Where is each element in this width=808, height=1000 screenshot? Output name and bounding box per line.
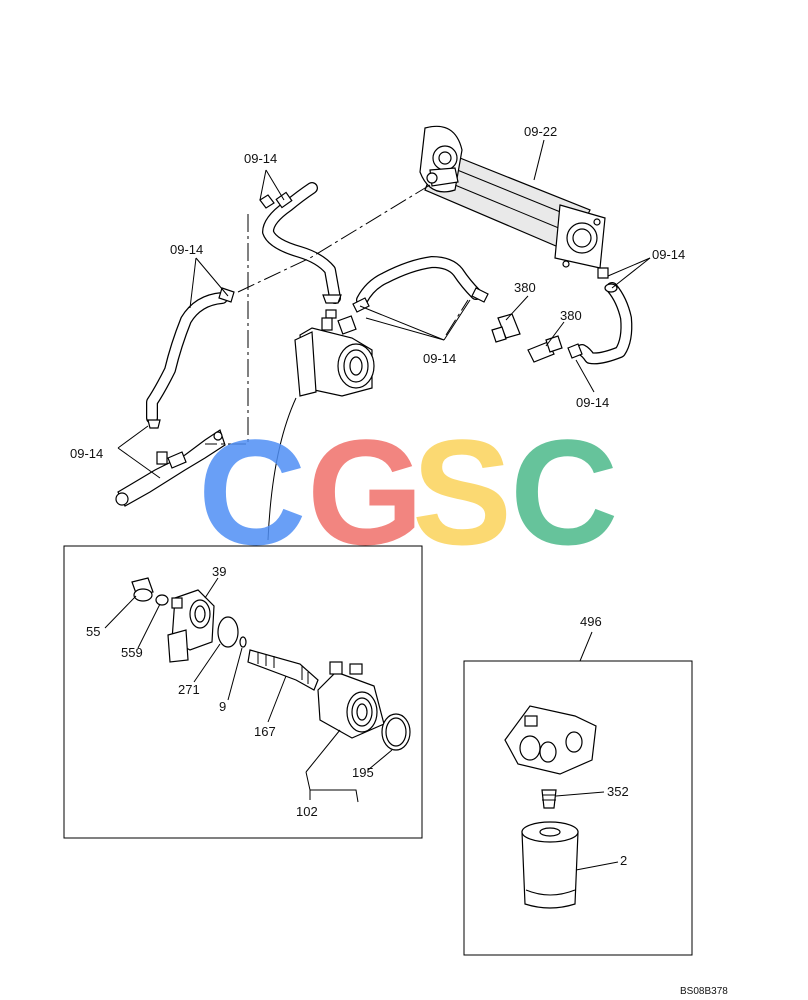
label-oring-small: 559 (121, 645, 143, 660)
label-oil-cooler: 102 (296, 804, 318, 819)
hose-middle (352, 256, 489, 313)
label-adapter: 39 (212, 564, 226, 579)
label-gasket: 195 (352, 765, 374, 780)
fitting-380-a (491, 313, 521, 343)
label-hose-left: 09-14 (170, 242, 203, 257)
detail-box-filter (463, 660, 693, 956)
drain-plug-352 (541, 789, 557, 809)
watermark-letter-g: G (307, 408, 430, 576)
fitting-380-b (527, 335, 563, 363)
label-hose-top: 09-14 (244, 151, 277, 166)
label-drain-plug: 352 (607, 784, 629, 799)
filter-element-2 (521, 821, 579, 909)
bolt-167 (247, 649, 319, 691)
label-hose-lower-right: 09-14 (576, 395, 609, 410)
label-bolt: 167 (254, 724, 276, 739)
oring-559 (155, 594, 169, 606)
hose-left (146, 287, 235, 429)
drawing-code: BS08B378 (680, 986, 728, 997)
watermark-letter-s: S (412, 408, 518, 576)
label-filter-element: 2 (620, 853, 627, 868)
label-oring-large: 271 (178, 682, 200, 697)
plug-55 (131, 577, 154, 602)
watermark-letter-c2: C (510, 408, 624, 576)
label-filter-assembly: 496 (580, 614, 602, 629)
detail-leaders (104, 577, 393, 803)
watermark: C G S C (198, 408, 624, 576)
label-hose-right: 09-14 (652, 247, 685, 262)
label-hose-middle: 09-14 (423, 351, 456, 366)
label-hose-bottom-left: 09-14 (70, 446, 103, 461)
label-seal-ring: 9 (219, 699, 226, 714)
label-fitting-380-b: 380 (560, 308, 582, 323)
label-fitting-380-a: 380 (514, 280, 536, 295)
hose-top (259, 182, 342, 319)
adapter-39 (167, 589, 215, 663)
oil-cooler-102 (317, 661, 385, 739)
filter-head (504, 705, 597, 775)
leader-lines (117, 139, 651, 541)
label-egr-cooler: 09-22 (524, 124, 557, 139)
detail-box-oil-cooler (63, 545, 423, 839)
seal-ring-9 (239, 636, 247, 648)
egr-cooler (419, 125, 606, 269)
label-plug: 55 (86, 624, 100, 639)
oring-271 (217, 616, 239, 648)
gasket-195 (381, 713, 411, 751)
oil-cooler-housing-top (294, 315, 375, 397)
tube-bracket (115, 429, 226, 507)
watermark-letter-c1: C (198, 408, 312, 576)
